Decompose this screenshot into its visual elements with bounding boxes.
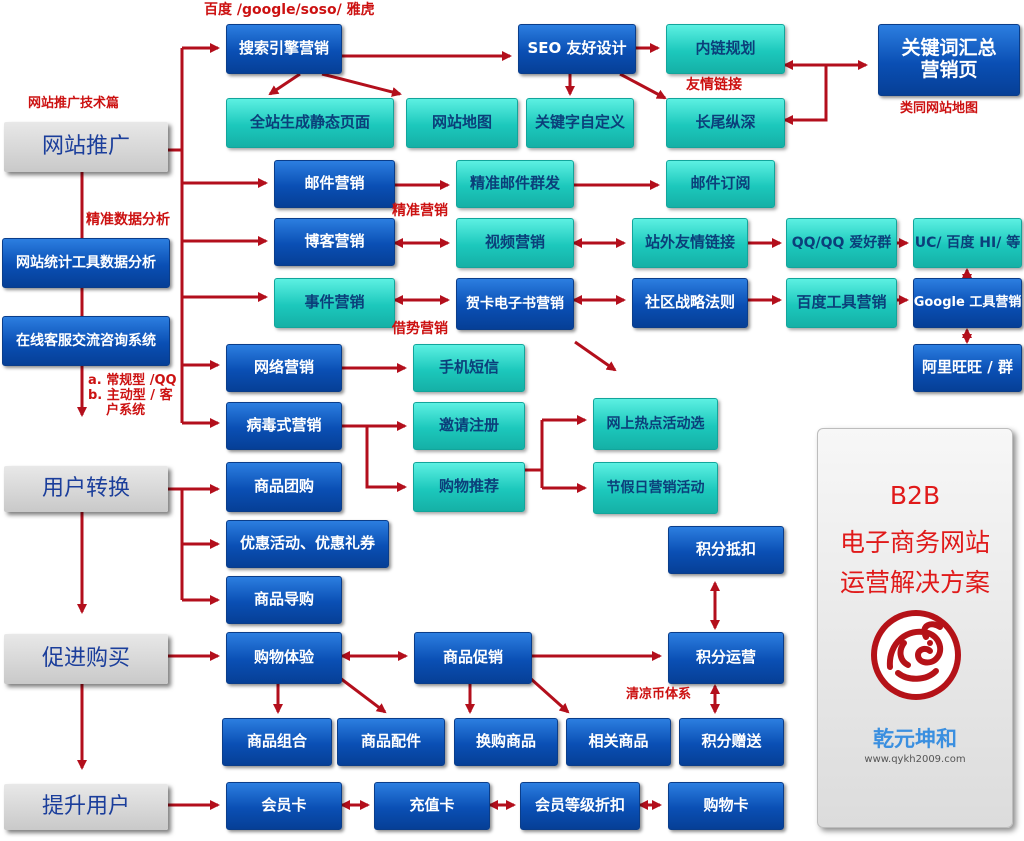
keyword-summary-page-box[interactable]: 关键词汇总 营销页: [878, 24, 1020, 96]
coin-system-label: 清凉币体系: [626, 687, 692, 702]
precise-marketing-label: 精准营销: [392, 203, 448, 219]
brand-name: 乾元坤和: [873, 727, 957, 751]
points-gift-box[interactable]: 积分赠送: [679, 718, 784, 766]
recharge-card-box[interactable]: 充值卡: [374, 782, 490, 830]
panel-line2: 电子商务网站: [839, 528, 990, 557]
exchange-product-box[interactable]: 换购商品: [454, 718, 558, 766]
panel-b2b: B2B: [889, 481, 941, 510]
uc-baidu-hi-box[interactable]: UC/ 百度 HI/ 等: [913, 218, 1022, 268]
similar-sitemap-label: 类同网站地图: [900, 101, 979, 116]
shopping-card-box[interactable]: 购物卡: [668, 782, 784, 830]
member-discount-box[interactable]: 会员等级折扣: [520, 782, 640, 830]
sitemap-box[interactable]: 网站地图: [406, 98, 518, 148]
product-accessories-box[interactable]: 商品配件: [337, 718, 445, 766]
keyword-custom-box[interactable]: 关键字自定义: [526, 98, 634, 148]
dragon-logo-icon: [871, 610, 961, 700]
search-engines-label: 百度 /google/soso/ 雅虎: [204, 2, 375, 18]
internal-links-box[interactable]: 内链规划: [666, 24, 785, 74]
email-marketing-box[interactable]: 邮件营销: [274, 160, 395, 208]
long-tail-box[interactable]: 长尾纵深: [666, 98, 785, 148]
baidu-tools-box[interactable]: 百度工具营销: [786, 278, 897, 328]
seo-design-box[interactable]: SEO 友好设计: [518, 24, 636, 74]
search-engine-marketing-box[interactable]: 搜索引擎营销: [226, 24, 342, 74]
tech-section-label: 网站推广技术篇: [28, 96, 120, 111]
ecard-ebook-box[interactable]: 贺卡电子书营销: [456, 278, 574, 330]
coupons-box[interactable]: 优惠活动、优惠礼券: [226, 520, 389, 568]
related-product-box[interactable]: 相关商品: [566, 718, 671, 766]
cs-types-label: a. 常规型 /QQ b. 主动型 / 客 户系统: [88, 373, 177, 418]
hot-events-box[interactable]: 网上热点活动选: [593, 398, 718, 450]
holiday-marketing-box[interactable]: 节假日营销活动: [593, 462, 718, 514]
member-card-box[interactable]: 会员卡: [226, 782, 342, 830]
points-deduct-box[interactable]: 积分抵扣: [668, 526, 784, 574]
qq-group-box[interactable]: QQ/QQ 爱好群: [786, 218, 897, 268]
event-marketing-box[interactable]: 事件营销: [274, 278, 395, 328]
sms-box[interactable]: 手机短信: [413, 344, 525, 392]
stage-convert[interactable]: 用户转换: [4, 466, 168, 512]
stage-upgrade[interactable]: 提升用户: [4, 784, 168, 830]
product-promotion-box[interactable]: 商品促销: [414, 632, 532, 684]
blog-marketing-box[interactable]: 博客营销: [274, 218, 395, 266]
solution-panel: B2B 电子商务网站 运营解决方案 乾元坤和 www.qykh2009.com: [817, 428, 1013, 828]
viral-marketing-box[interactable]: 病毒式营销: [226, 402, 342, 450]
friend-links-label: 友情链接: [686, 77, 742, 93]
shopping-recommend-box[interactable]: 购物推荐: [413, 462, 525, 512]
offsite-links-box[interactable]: 站外友情链接: [632, 218, 748, 268]
community-strategy-box[interactable]: 社区战略法则: [632, 278, 748, 328]
customer-service-box[interactable]: 在线客服交流咨询系统: [2, 316, 170, 366]
aliwangwang-box[interactable]: 阿里旺旺 / 群: [913, 344, 1022, 392]
group-buy-box[interactable]: 商品团购: [226, 462, 342, 512]
points-operation-box[interactable]: 积分运营: [668, 632, 784, 684]
product-combo-box[interactable]: 商品组合: [222, 718, 332, 766]
precise-mass-mail-box[interactable]: 精准邮件群发: [456, 160, 574, 208]
network-marketing-box[interactable]: 网络营销: [226, 344, 342, 392]
stage-purchase[interactable]: 促进购买: [4, 634, 168, 684]
leverage-marketing-label: 借势营销: [392, 321, 448, 337]
stage-promote[interactable]: 网站推广: [4, 122, 168, 172]
static-pages-box[interactable]: 全站生成静态页面: [226, 98, 394, 148]
video-marketing-box[interactable]: 视频营销: [456, 218, 574, 268]
mail-subscribe-box[interactable]: 邮件订阅: [666, 160, 775, 208]
invite-register-box[interactable]: 邀请注册: [413, 402, 525, 450]
shopping-experience-box[interactable]: 购物体验: [226, 632, 342, 684]
google-tools-box[interactable]: Google 工具营销: [913, 278, 1022, 328]
panel-line3: 运营解决方案: [839, 568, 990, 597]
brand-url: www.qykh2009.com: [864, 754, 966, 765]
stats-analysis-box[interactable]: 网站统计工具数据分析: [2, 238, 170, 288]
shopping-guide-box[interactable]: 商品导购: [226, 576, 342, 624]
precise-analysis-label: 精准数据分析: [86, 212, 170, 228]
